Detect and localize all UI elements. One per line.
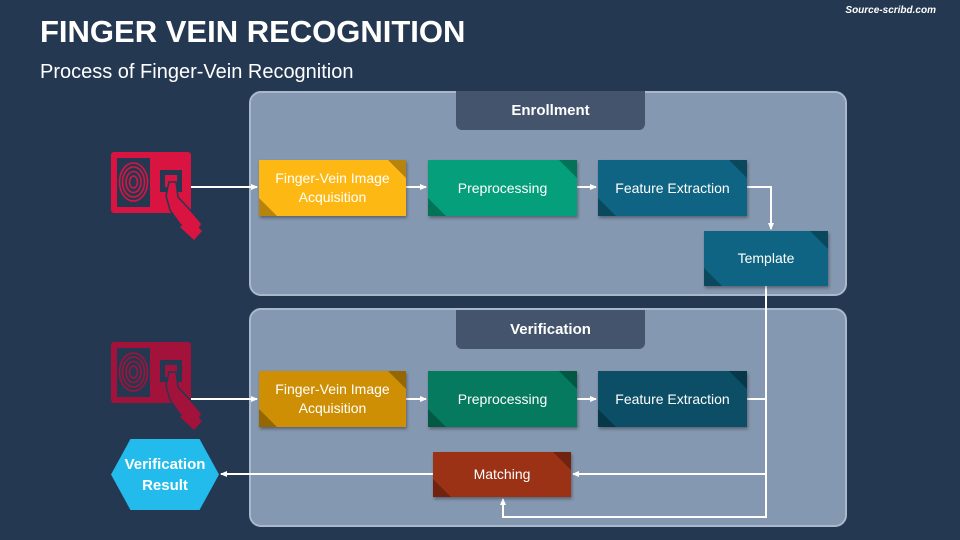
- verify-acquisition-label: Finger-Vein Image Acquisition: [275, 381, 390, 416]
- verify-preprocessing-box: Preprocessing: [428, 371, 577, 427]
- page-subtitle: Process of Finger-Vein Recognition: [40, 61, 354, 83]
- matching-box: Matching: [433, 452, 571, 497]
- verify-preprocessing-label: Preprocessing: [457, 390, 548, 407]
- fingerprint-scanner-icon-verify: [111, 342, 203, 430]
- source-credit: Source-scribd.com: [845, 5, 936, 16]
- verify-feature-extraction-box: Feature Extraction: [598, 371, 747, 427]
- verify-feature-extraction-label: Feature Extraction: [615, 390, 730, 407]
- matching-label: Matching: [473, 466, 531, 482]
- enroll-acquisition-box: Finger-Vein Image Acquisition: [259, 160, 406, 216]
- arrow-feature-to-template: [747, 186, 774, 230]
- page-title: FINGER VEIN RECOGNITION: [40, 14, 466, 49]
- template-box: Template: [704, 231, 828, 286]
- fingerprint-scanner-icon: [111, 152, 203, 240]
- enroll-acquisition-label: Finger-Vein Image Acquisition: [275, 170, 390, 205]
- enroll-preprocessing-box: Preprocessing: [428, 160, 577, 216]
- enroll-feature-extraction-label: Feature Extraction: [615, 179, 730, 196]
- verification-result-label: Verification Result: [124, 455, 206, 494]
- enrollment-header: Enrollment: [456, 91, 645, 130]
- enroll-preprocessing-label: Preprocessing: [457, 179, 548, 196]
- arrow-template-down-loop: [500, 474, 767, 518]
- verify-acquisition-box: Finger-Vein Image Acquisition: [259, 371, 406, 427]
- verification-header: Verification: [456, 310, 645, 349]
- template-label: Template: [737, 250, 795, 266]
- verification-result-hexagon: Verification Result: [111, 439, 219, 510]
- enroll-feature-extraction-box: Feature Extraction: [598, 160, 747, 216]
